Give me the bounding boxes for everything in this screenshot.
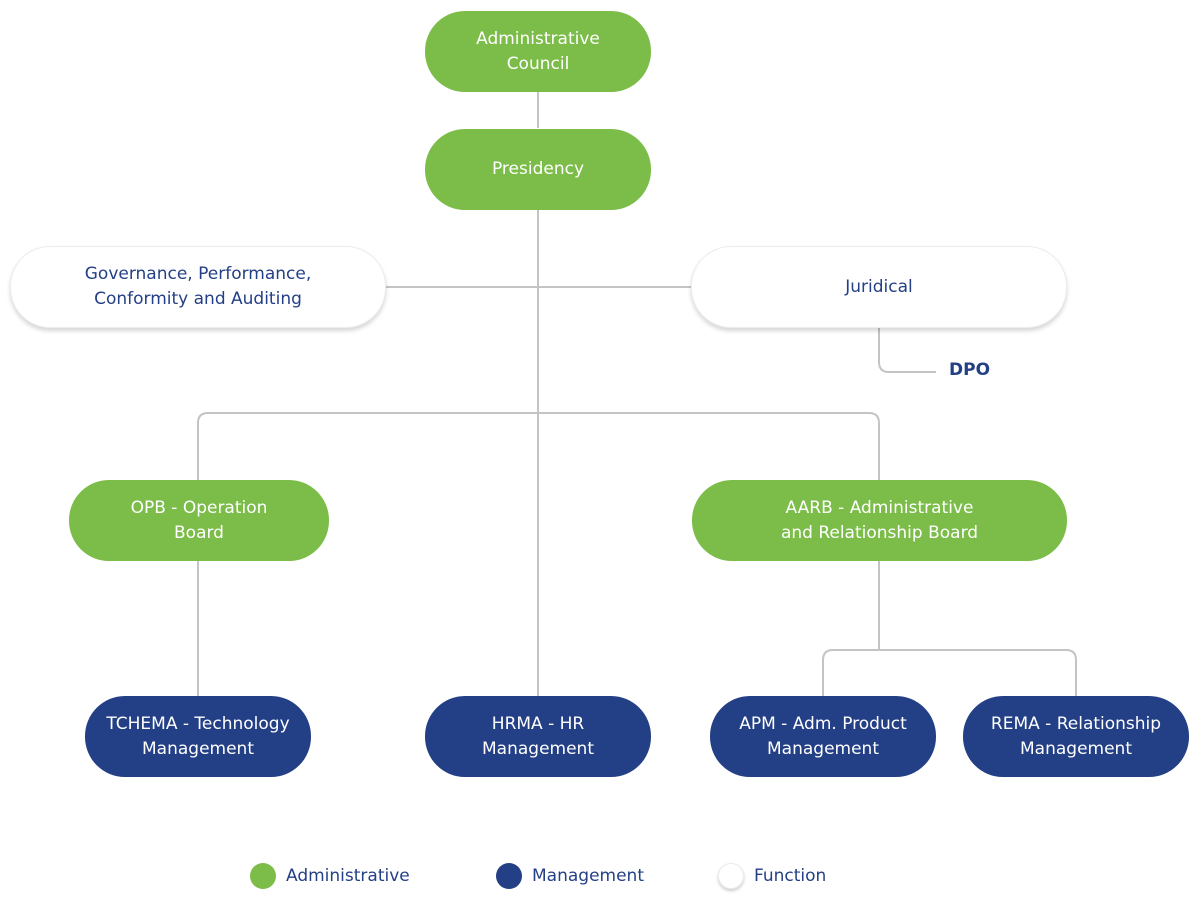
node-rema: REMA - Relationship Management [963, 696, 1189, 777]
node-opb: OPB - Operation Board [69, 480, 329, 561]
node-aarb-label: AARB - Administrative and Relationship B… [780, 497, 979, 543]
legend-label-function: Function [754, 866, 827, 886]
node-rema-label: REMA - Relationship Management [990, 713, 1162, 759]
legend-item-management: Management [496, 860, 644, 892]
node-dpo-label: DPO [949, 360, 991, 380]
node-presidency-label: Presidency [491, 159, 585, 179]
connector-board-bracket [197, 412, 880, 481]
connector-juridical-dpo [878, 328, 936, 373]
legend-label-management: Management [532, 866, 644, 886]
node-governance-label: Governance, Performance, Conformity and … [84, 264, 312, 309]
legend-swatch-administrative [250, 863, 276, 889]
node-tchema: TCHEMA - Technology Management [85, 696, 311, 777]
node-hrma-label: HRMA - HR Management [482, 713, 594, 759]
node-tchema-label: TCHEMA - Technology Management [106, 713, 290, 759]
legend: Administrative Management Function [0, 860, 1200, 892]
node-apm: APM - Adm. Product Management [710, 696, 936, 777]
node-administrative-council: Administrative Council [425, 11, 651, 92]
node-aarb: AARB - Administrative and Relationship B… [692, 480, 1067, 561]
legend-item-function: Function [718, 860, 826, 892]
legend-swatch-function [718, 863, 744, 889]
legend-label-administrative: Administrative [286, 866, 410, 886]
legend-item-administrative: Administrative [250, 860, 410, 892]
node-presidency: Presidency [425, 129, 651, 210]
node-juridical-label: Juridical [845, 276, 913, 297]
node-opb-label: OPB - Operation Board [130, 497, 268, 543]
node-governance: Governance, Performance, Conformity and … [10, 246, 386, 328]
node-apm-label: APM - Adm. Product Management [739, 713, 907, 759]
node-hrma: HRMA - HR Management [425, 696, 651, 777]
node-administrative-council-label: Administrative Council [476, 28, 600, 74]
connector-aarb-bracket [822, 649, 1077, 696]
legend-swatch-management [496, 863, 522, 889]
node-juridical: Juridical [691, 246, 1067, 328]
